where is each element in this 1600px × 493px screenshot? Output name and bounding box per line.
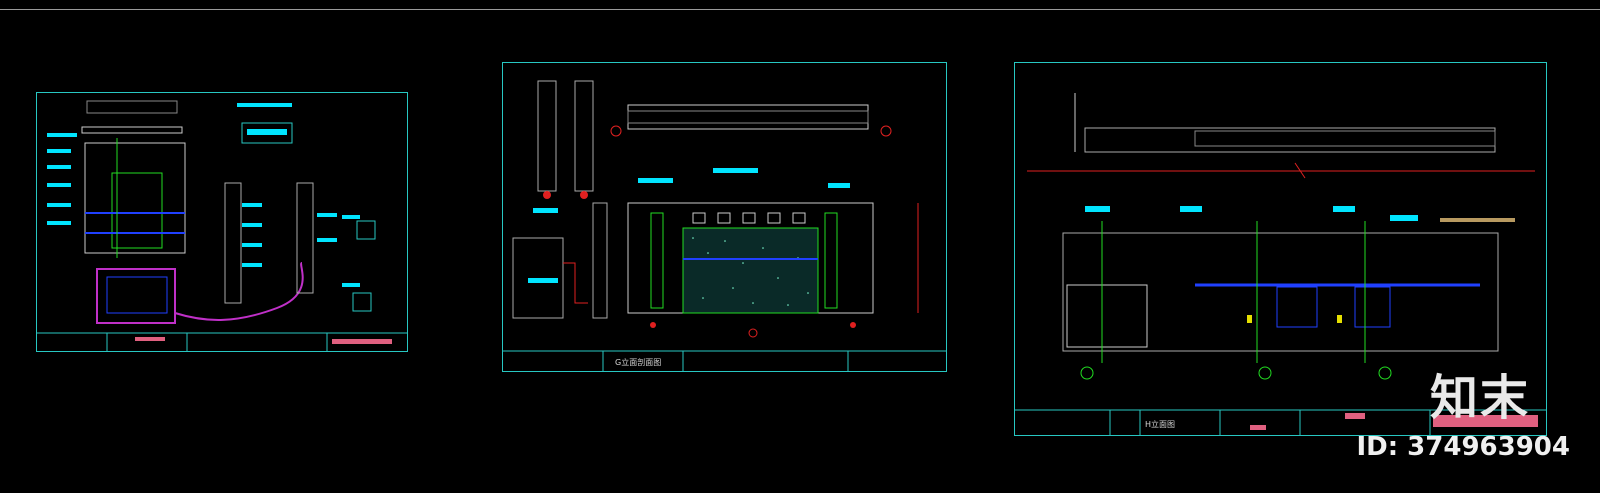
watermark-id: ID: 374963904 [1356, 432, 1570, 462]
right-sheet-drawing [1015, 93, 1546, 435]
right-sheet-caption: H立面图 [1145, 420, 1176, 429]
drawing-sheet-right[interactable]: H立面图 [1014, 62, 1547, 436]
left-sheet-drawing [37, 100, 407, 351]
top-divider [0, 9, 1600, 10]
watermark-logo: 知末 [1429, 370, 1530, 426]
middle-sheet-drawing [503, 80, 946, 371]
middle-sheet-caption: G立面剖面图 [615, 358, 662, 367]
drawing-sheet-left[interactable] [36, 92, 408, 352]
drawing-sheet-middle[interactable]: G立面剖面图 [502, 62, 947, 372]
